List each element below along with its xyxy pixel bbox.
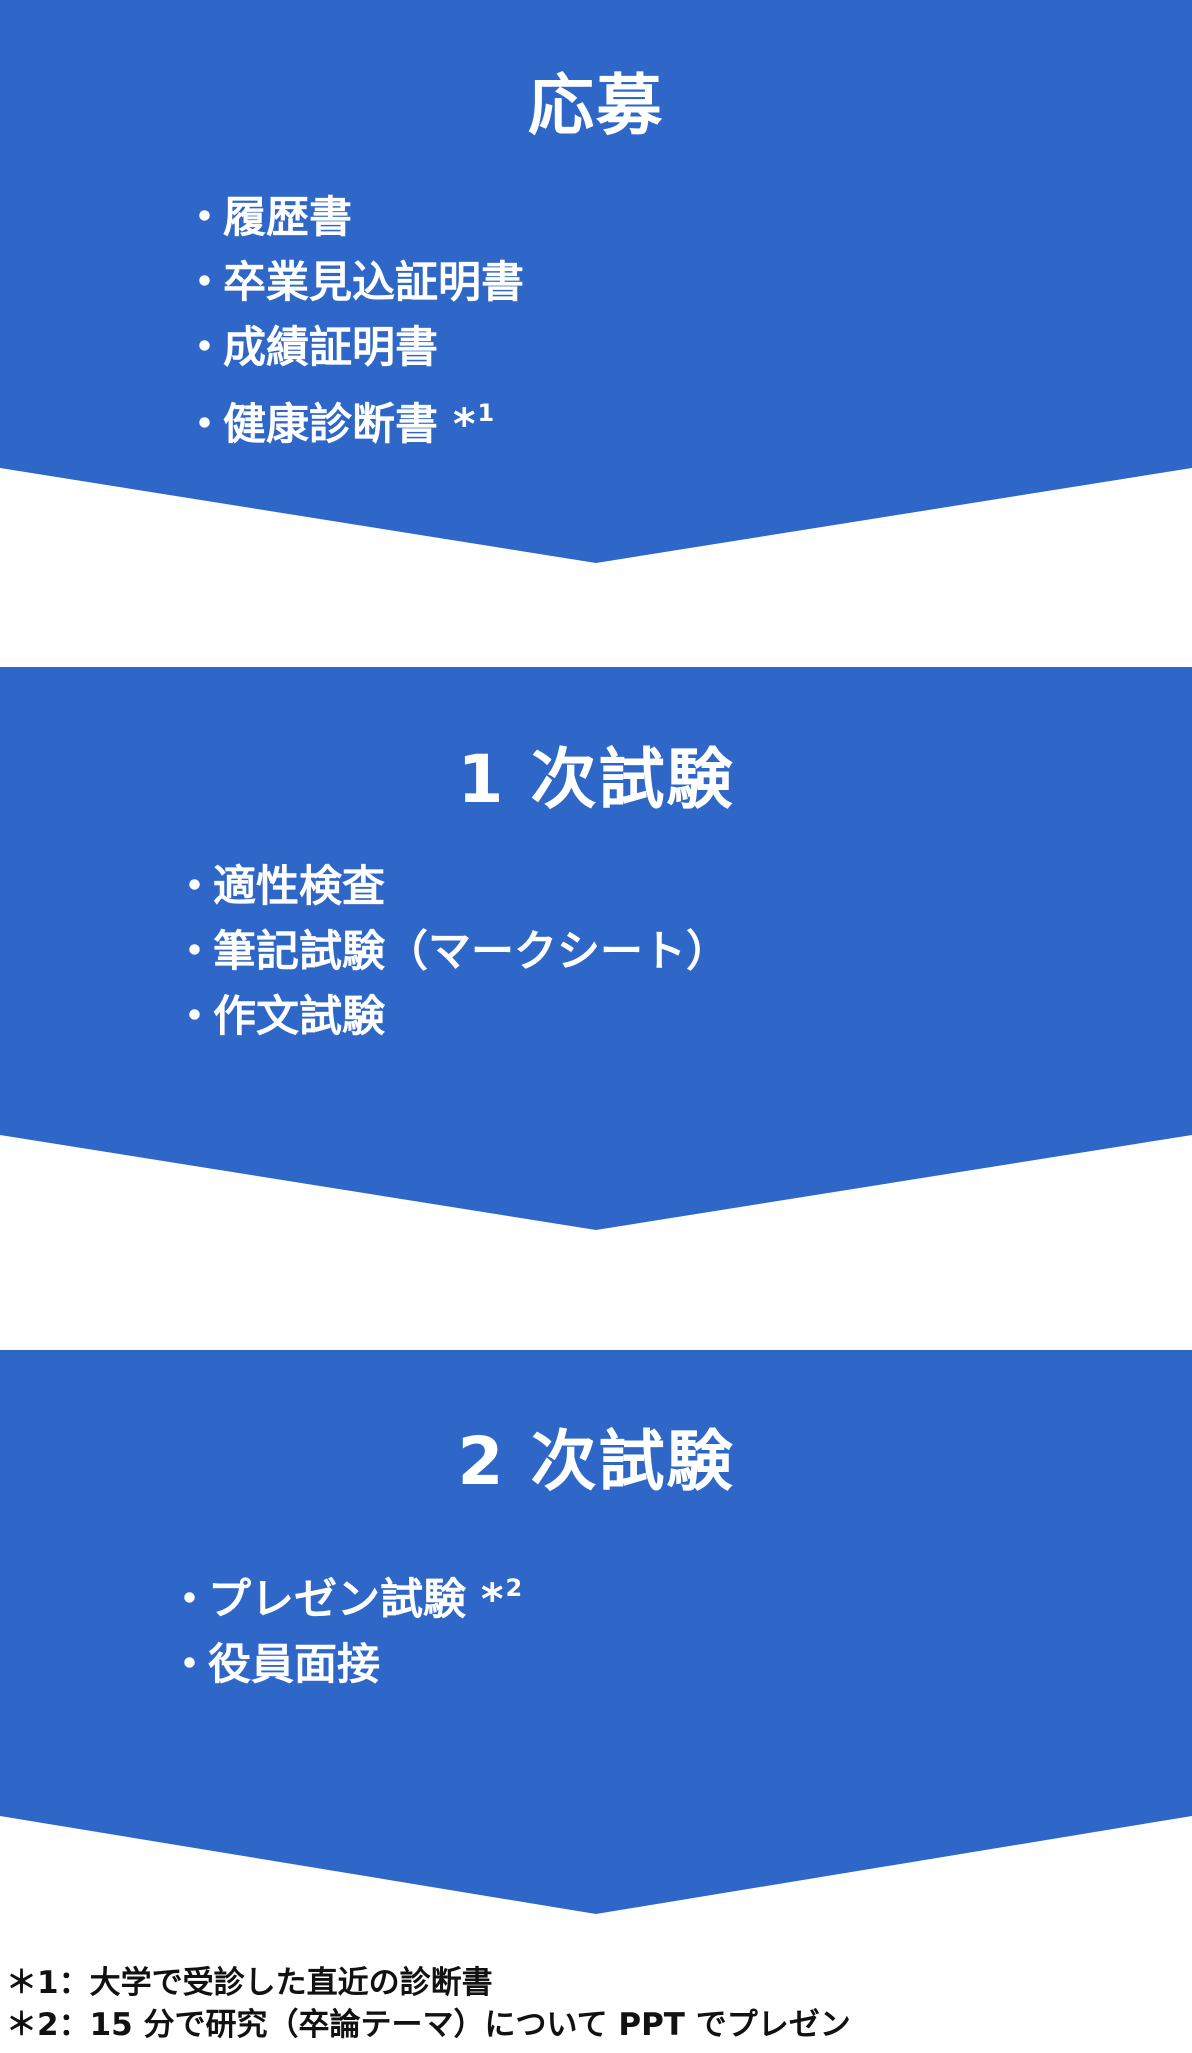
- chevron-fill: [0, 0, 1192, 563]
- footnote-2: ＊2：15 分で研究（卒論テーマ）について PPT でプレゼン: [6, 2004, 1186, 2046]
- footnote-text: 15 分で研究（卒論テーマ）について PPT でプレゼン: [89, 2007, 851, 2043]
- list-item-text: プレゼン試験 *: [208, 1575, 504, 1625]
- bullet: ・: [183, 323, 226, 373]
- bullet: ・: [168, 1575, 211, 1625]
- list-item-text: 作文試験: [213, 992, 385, 1042]
- list-item-text: 卒業見込証明書: [223, 258, 524, 308]
- chevron-fill: [0, 667, 1192, 1230]
- list-item-text: 履歴書: [223, 193, 352, 243]
- list-item: ・プレゼン試験 *2: [168, 1556, 522, 1633]
- bullet: ・: [173, 927, 216, 977]
- stage-first-exam: 1 次試験 ・適性検査 ・筆記試験（マークシート） ・作文試験: [0, 667, 1192, 1232]
- bullet: ・: [183, 258, 226, 308]
- footnote-marker: 1: [477, 399, 495, 427]
- chevron-shape: [0, 1350, 1192, 1914]
- list-item: ・健康診断書 *1: [183, 381, 524, 458]
- stage-requirements-list: ・プレゼン試験 *2 ・役員面接: [168, 1556, 522, 1698]
- stage-title: 応募: [528, 67, 664, 144]
- chevron-shape: [0, 0, 1192, 563]
- list-item-text: 筆記試験（マークシート）: [213, 927, 729, 977]
- list-item: ・作文試験: [173, 985, 729, 1050]
- footnote-mark: ＊2：: [6, 2007, 90, 2043]
- list-item: ・卒業見込証明書: [183, 251, 524, 316]
- footnote-1: ＊1：大学で受診した直近の診断書: [6, 1962, 1186, 2004]
- footnote-mark: ＊1：: [6, 1965, 90, 2001]
- stage-application: 応募 ・履歴書 ・卒業見込証明書 ・成績証明書 ・健康診断書 *1: [0, 0, 1192, 565]
- bullet: ・: [173, 862, 216, 912]
- list-item: ・役員面接: [168, 1633, 522, 1698]
- footnotes: ＊1：大学で受診した直近の診断書 ＊2：15 分で研究（卒論テーマ）について P…: [6, 1962, 1186, 2046]
- stage-second-exam: 2 次試験 ・プレゼン試験 *2 ・役員面接: [0, 1350, 1192, 1915]
- bullet: ・: [173, 992, 216, 1042]
- list-item: ・履歴書: [183, 186, 524, 251]
- list-item-text: 適性検査: [213, 862, 385, 912]
- stage-requirements-list: ・履歴書 ・卒業見込証明書 ・成績証明書 ・健康診断書 *1: [183, 186, 524, 458]
- footnote-marker: 2: [505, 1574, 523, 1602]
- list-item: ・成績証明書: [183, 316, 524, 381]
- stage-requirements-list: ・適性検査 ・筆記試験（マークシート） ・作文試験: [173, 855, 729, 1050]
- chevron-shape: [0, 667, 1192, 1230]
- bullet: ・: [168, 1640, 211, 1690]
- list-item: ・筆記試験（マークシート）: [173, 920, 729, 985]
- list-item: ・適性検査: [173, 855, 729, 920]
- bullet: ・: [183, 400, 226, 450]
- bullet: ・: [183, 193, 226, 243]
- list-item-text: 健康診断書 *: [223, 400, 476, 450]
- chevron-fill: [0, 1350, 1192, 1914]
- stage-title: 1 次試験: [457, 741, 735, 818]
- list-item-text: 役員面接: [208, 1640, 380, 1690]
- list-item-text: 成績証明書: [223, 323, 438, 373]
- footnote-text: 大学で受診した直近の診断書: [89, 1965, 493, 2001]
- stage-title: 2 次試験: [457, 1423, 735, 1500]
